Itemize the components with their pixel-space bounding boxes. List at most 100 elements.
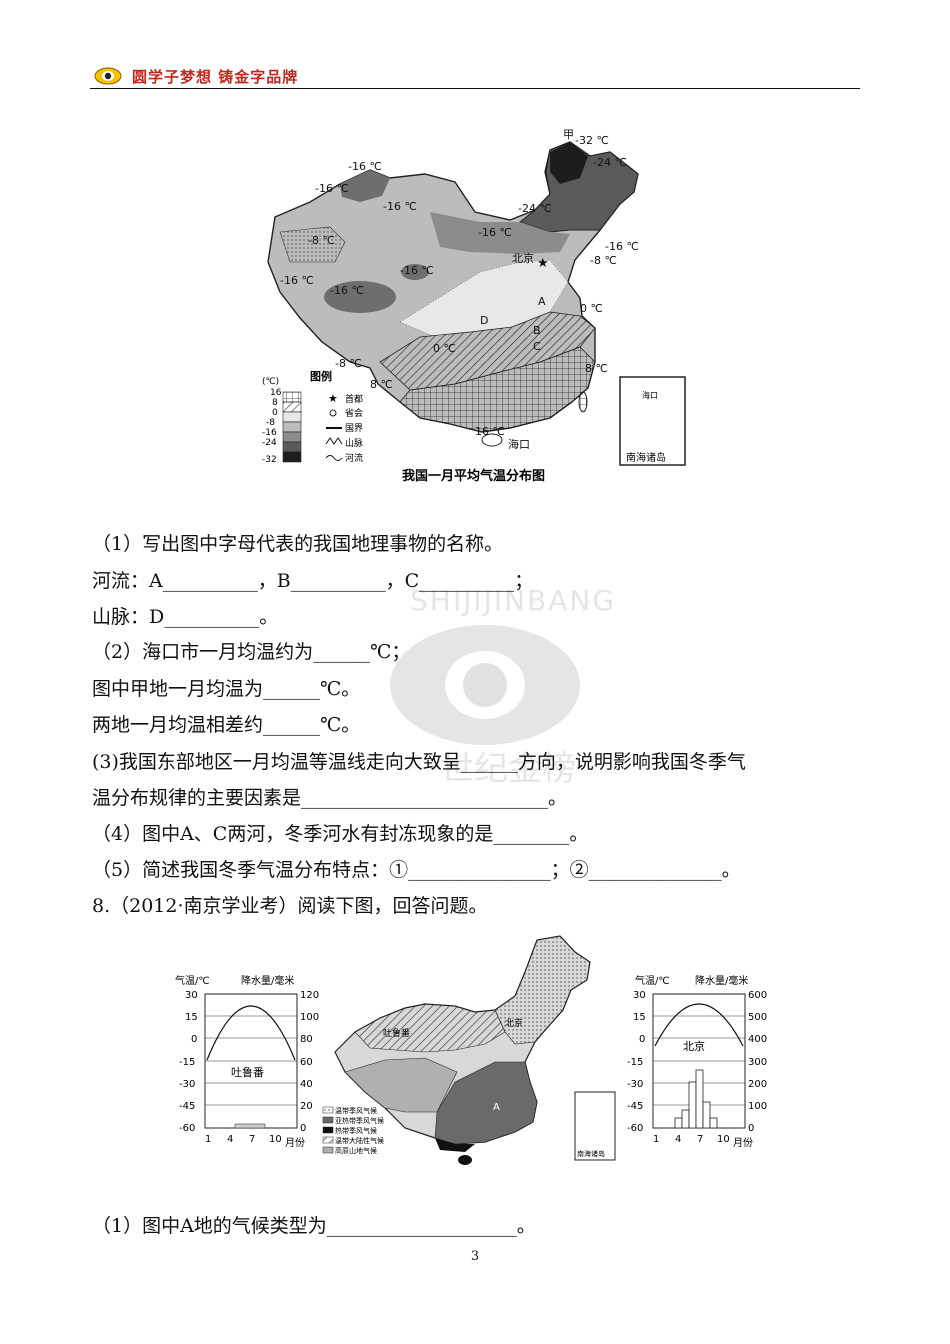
left-ylabel-temp: 气温/℃ [175,974,210,987]
left-precip-tick-6: 0 [300,1123,306,1134]
brand-logo-icon [94,67,122,85]
question-8: 8.（2012·南京学业考）阅读下图，回答问题。 [92,895,488,917]
question-3b: 温分布规律的主要因素是__________________________。 [92,787,568,809]
legend-unit: (℃) [262,377,279,387]
left-temp-tick-0: 30 [185,990,198,1001]
legend-symbol-0: 首都 [345,393,363,405]
question-5: （5）简述我国冬季气温分布特点：①_______________；②______… [92,859,741,881]
left-x-tick-0: 1 [205,1134,211,1145]
legend-scale: 16 8 0 -8 -16 -24 -32 [262,388,302,465]
legend-tick-4: -16 [262,428,277,438]
legend-symbol-4: 河流 [345,452,363,464]
inset-haikou: 海口 [642,390,658,400]
left-temp-tick-6: -60 [179,1123,195,1134]
label-t16c: -16 ℃ [383,200,417,213]
label-t0a: 0 ℃ [580,302,603,315]
left-x-unit: 月份 [285,1137,305,1149]
left-precip-tick-3: 60 [300,1057,313,1068]
question-1: （1）写出图中字母代表的我国地理事物的名称。 [92,533,504,555]
right-ylabel-temp: 气温/℃ [635,974,670,987]
right-precip-tick-5: 100 [748,1101,767,1112]
right-x-unit: 月份 [733,1137,753,1149]
question-2b: 图中甲地一月均温为______℃。 [92,678,361,700]
map2-label-beijing: 北京 [505,1017,523,1029]
page-number: 3 [470,1249,480,1264]
legend-tick-1: 8 [272,398,278,408]
label-beijing: 北京 [512,251,534,265]
inset-label: 南海诸岛 [626,451,666,464]
map1-title: 我国一月平均气温分布图 [402,468,545,484]
right-precip-tick-3: 300 [748,1057,767,1068]
temperate-monsoon-zone [494,935,591,1045]
watermark-eye-icon [390,625,580,745]
river-icon [325,455,343,461]
map2-label-turpan: 吐鲁番 [383,1027,410,1039]
right-x-tick-2: 7 [697,1134,703,1145]
right-temp-tick-4: -30 [627,1079,643,1090]
right-precip-tick-4: 200 [748,1079,767,1090]
legend-symbol-2: 国界 [345,423,363,434]
question-3: (3)我国东部地区一月均温等温线走向大致呈______方向，说明影响我国冬季气 [92,751,746,773]
map2-legend-1: 亚热带季风气候 [335,1116,384,1125]
question-4: （4）图中A、C两河，冬季河水有封冻现象的是________。 [92,823,589,845]
temperate-continental-zone [354,1003,506,1053]
header-rule [90,88,860,89]
north-zone [430,212,570,254]
hainan-island-2 [458,1155,472,1165]
label-jia: 甲 [563,128,574,141]
turpan-temp-curve [206,1005,296,1061]
right-temp-tick-0: 30 [633,990,646,1001]
south-china-sea-inset [619,376,686,466]
january-temperature-map: ★ 甲 -32 ℃ -24 ℃ -24 ℃ -16 ℃ -16 ℃ -16 ℃ … [262,128,686,484]
capital-legend-icon: ★ [328,392,338,405]
right-ylabel-precip: 降水量/毫米 [695,974,748,987]
label-t24: -24 ℃ [593,156,627,169]
label-A: A [538,295,546,308]
left-precip-tick-0: 120 [300,990,319,1001]
label-t16g: -16 ℃ [330,284,364,297]
label-B: B [533,324,541,337]
qinghai-cold-patch [401,264,429,280]
legend-symbols: ★ 首都 省会 国界 山脉 河流 [325,392,363,464]
right-city: 北京 [683,1039,705,1053]
left-x-tick-1: 4 [227,1134,233,1145]
label-t16f: -16 ℃ [280,274,314,287]
left-x-tick-2: 7 [249,1134,255,1145]
left-temp-tick-2: 0 [191,1034,197,1045]
left-temp-tick-4: -30 [179,1079,195,1090]
left-temp-tick-3: -15 [179,1057,195,1068]
northeast-cold-zone [518,141,639,233]
label-p16: 16 ℃ [475,425,505,438]
label-haikou: 海口 [508,437,530,451]
province-capital-icon [329,409,337,417]
right-temp-tick-3: -15 [627,1057,643,1068]
right-precip-tick-0: 600 [748,990,767,1001]
watermark-arc-text: SHIJIJINBANG [410,584,616,617]
plateau-mountain-zone [344,1057,458,1113]
tropical-monsoon-zone [435,1138,475,1152]
watermark-bottom-text: 世纪金榜 [440,749,576,789]
label-t16e: -16 ℃ [400,264,434,277]
grid-band [399,346,596,433]
label-t8a: -8 ℃ [308,234,335,247]
left-precip-tick-2: 80 [300,1034,313,1045]
tarim-patch [279,226,346,263]
right-x-tick-1: 4 [675,1134,681,1145]
northeast-coldest-zone [550,142,588,184]
legend-tick-3: -8 [266,418,275,428]
label-C: C [533,340,541,353]
legend-symbol-1: 省会 [345,407,363,419]
climate-map: 吐鲁番 北京 A 南海诸岛 温带季风气候 亚热带季风气候 热带季风气候 温带大陆… [322,935,616,1165]
header-slogan: 圆学子梦想 铸金字品牌 [132,68,299,86]
map2-legend-2: 热带季风气候 [335,1126,377,1135]
map2-legend-3: 温带大陆性气候 [335,1136,384,1145]
dotted-band [399,259,569,338]
mountain-icon [325,437,343,445]
legend-symbol-3: 山脉 [345,437,363,449]
turpan-precip-bars [234,1123,266,1129]
label-p8a: 8 ℃ [370,378,393,391]
label-p8b: 8 ℃ [585,362,608,375]
map2-label-A: A [493,1102,500,1113]
right-x-tick-3: 10 [717,1134,730,1145]
question-2: （2）海口市一月均温约为______℃； [92,641,411,663]
